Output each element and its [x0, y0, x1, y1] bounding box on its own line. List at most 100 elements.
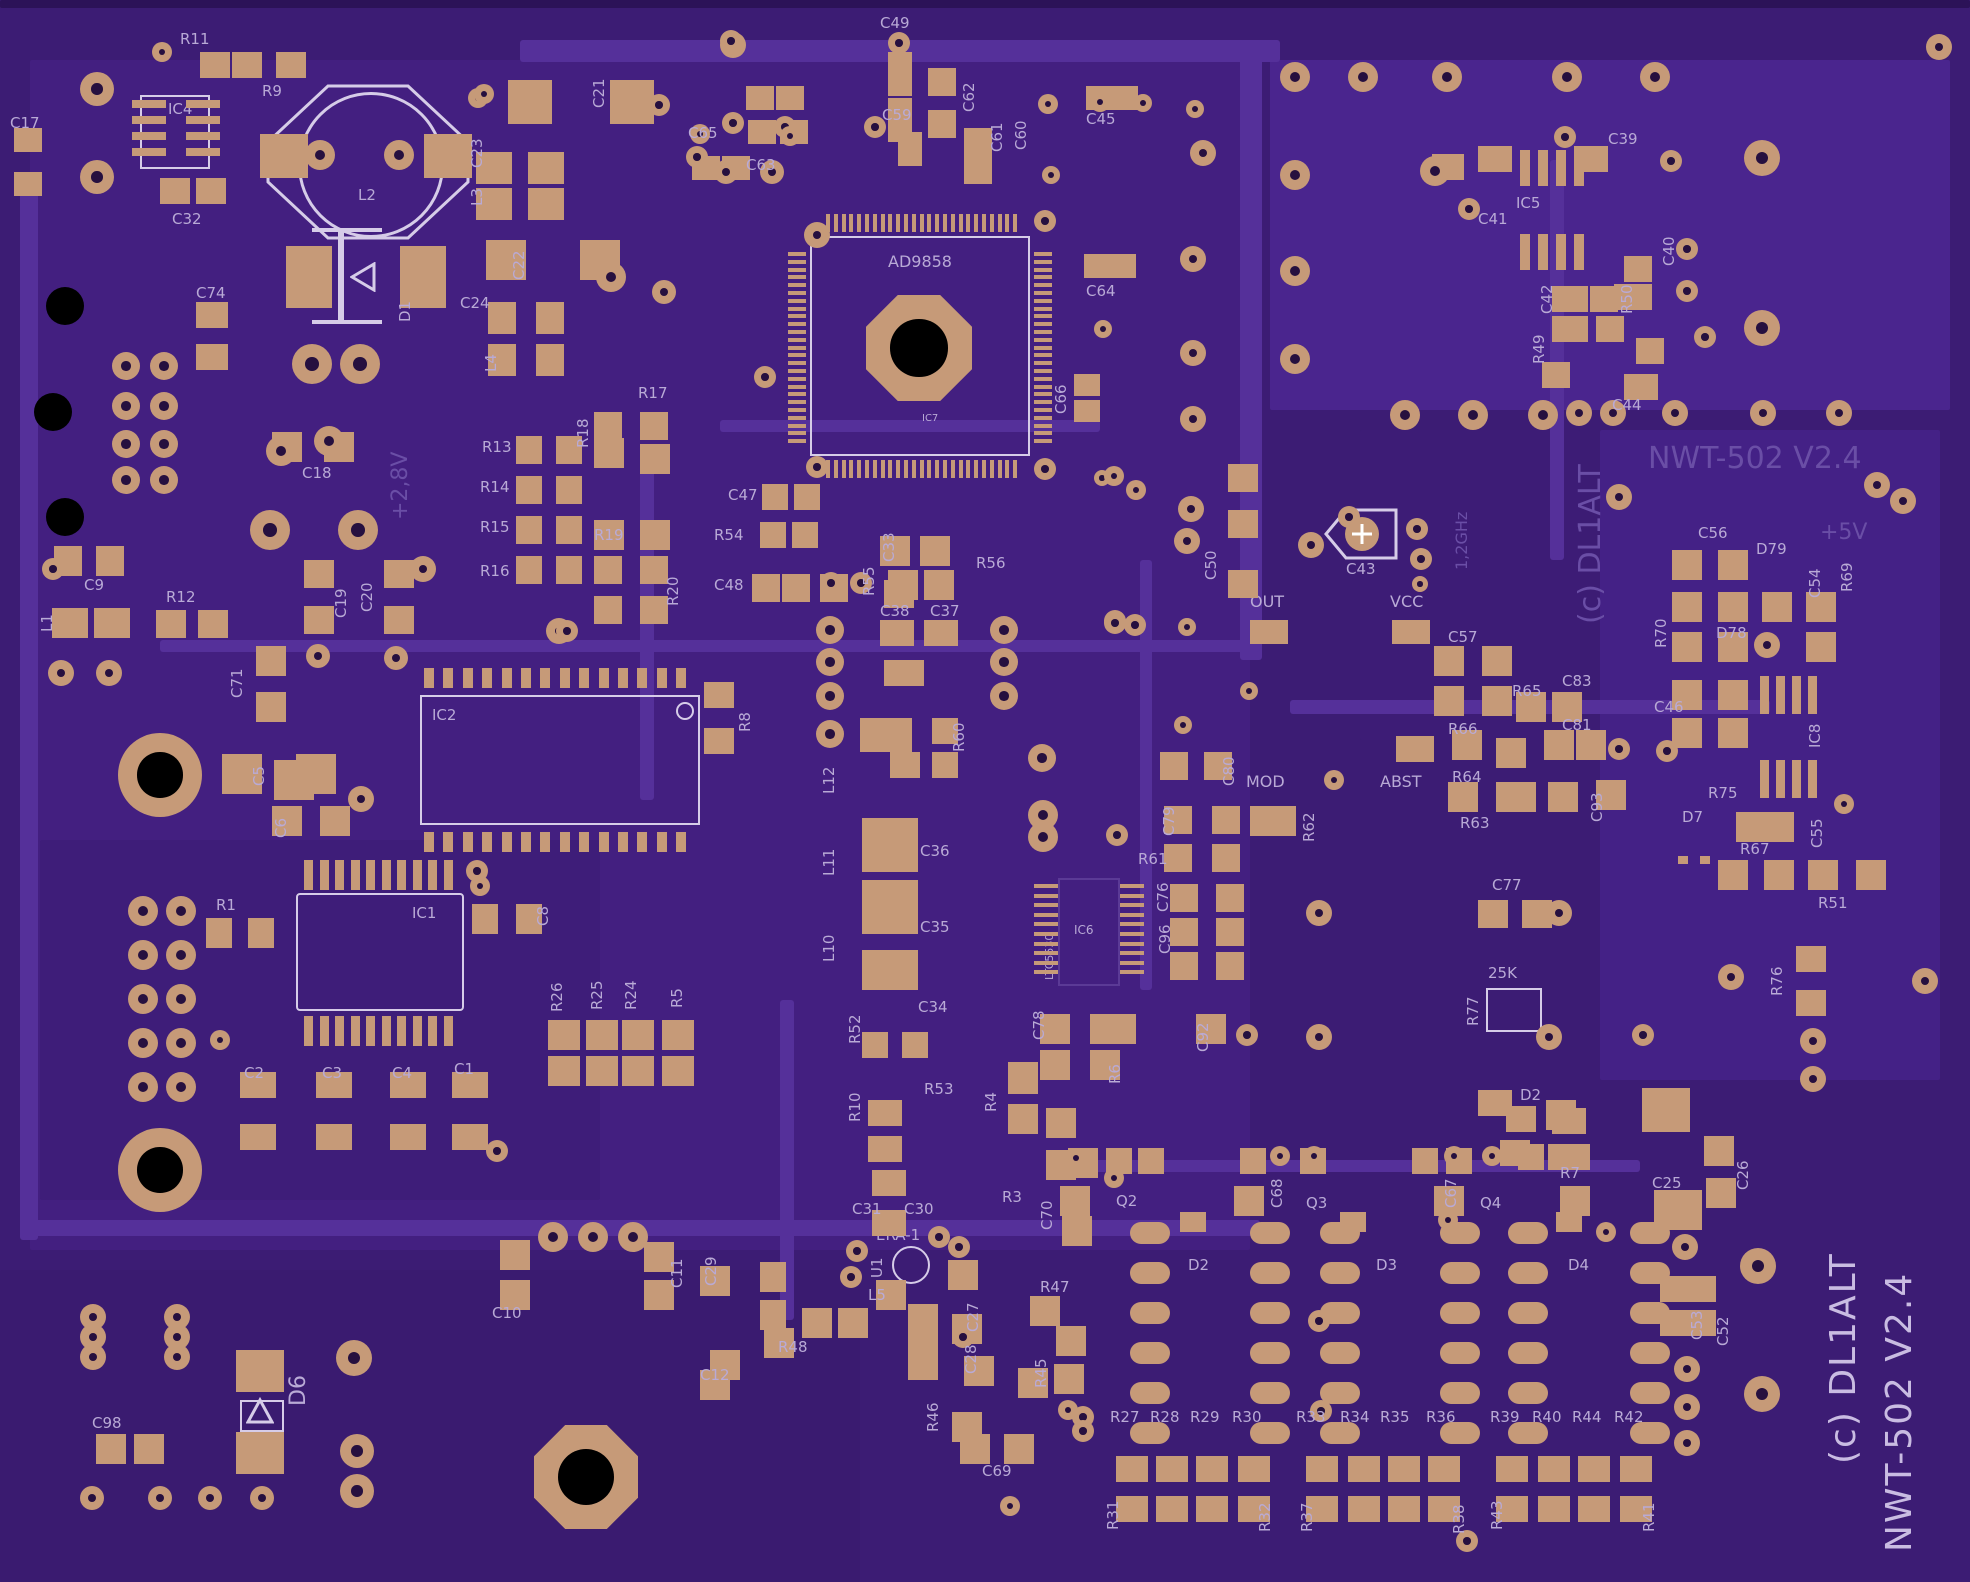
via: [1660, 150, 1682, 172]
via: [266, 436, 296, 466]
smd-pad: [1556, 1212, 1582, 1232]
via: [486, 1140, 508, 1162]
via: [1298, 532, 1324, 558]
smd-pad: [134, 1434, 164, 1464]
ref-label-r48: R48: [778, 1338, 808, 1356]
header-pin: [112, 352, 140, 380]
via: [1174, 528, 1200, 554]
smd-pad: [760, 522, 786, 548]
smd-pad: [1018, 1368, 1048, 1398]
oval-pad: [1250, 1222, 1290, 1244]
via: [1338, 506, 1360, 528]
ref-label-c27: C27: [964, 1302, 982, 1332]
ref-label-c3: C3: [322, 1064, 343, 1082]
smd-pad: [1434, 686, 1464, 716]
ic7-pin: [958, 460, 963, 478]
ref-label-r20: R20: [664, 576, 682, 606]
ic1-pin: [335, 1016, 344, 1046]
smd-pad: [1552, 286, 1588, 312]
smd-pad: [964, 128, 992, 156]
smd-pad: [1796, 946, 1826, 972]
smd-pad: [1250, 620, 1288, 644]
via: [1834, 794, 1854, 814]
ref-label-l1: L1: [38, 614, 56, 632]
smd-pad: [1228, 570, 1258, 598]
ic5-pin: [1574, 234, 1584, 270]
smd-pad: [452, 1124, 488, 1150]
smd-pad: [200, 52, 230, 78]
via: [1674, 1394, 1700, 1420]
smd-pad: [644, 1242, 674, 1272]
smd-pad: [1660, 1310, 1716, 1336]
ic1-pin: [319, 860, 329, 890]
smd-pad: [862, 950, 918, 990]
smd-pad: [890, 752, 920, 778]
via: [804, 222, 830, 248]
ref-label-r31: R31: [1104, 1500, 1122, 1530]
ref-label-c6: C6: [272, 817, 290, 838]
via: [816, 682, 844, 710]
smd-pad: [1116, 1496, 1148, 1522]
smd-pad: [1496, 1496, 1528, 1522]
trace: [720, 420, 1100, 432]
via: [722, 112, 744, 134]
smd-pad: [1700, 856, 1710, 864]
smd-pad: [556, 436, 582, 464]
smd-pad: [1238, 1456, 1270, 1482]
ic7-pin: [966, 460, 971, 478]
faint-frequency: 1,2GHz: [1452, 511, 1471, 570]
smd-pad: [1046, 1108, 1076, 1138]
smd-pad: [622, 1056, 654, 1086]
via: [652, 280, 676, 304]
ic7-pin: [788, 306, 806, 311]
smd-pad: [792, 522, 818, 548]
via: [1104, 1168, 1124, 1188]
smd-pad: [1678, 856, 1688, 864]
smd-pad: [316, 1124, 352, 1150]
smd-pad: [1396, 736, 1434, 762]
ic2-pin: [676, 832, 687, 852]
ic2-pin: [424, 668, 434, 688]
via: [1308, 1310, 1330, 1332]
ref-label-r33: R33: [1296, 1408, 1326, 1426]
ic7-ref-label: IC7: [922, 413, 939, 424]
ref-label-r77: R77: [1464, 996, 1482, 1026]
mounting-hole-octagon: [866, 295, 972, 401]
smd-pad: [1040, 1014, 1070, 1044]
smd-pad: [1654, 1190, 1702, 1230]
via: [80, 1486, 104, 1510]
ref-label-c55: C55: [1808, 818, 1826, 848]
smd-pad: [1090, 1050, 1120, 1080]
via: [1676, 280, 1698, 302]
ic7-pin: [788, 423, 806, 428]
ic7-pin: [1034, 400, 1052, 405]
smd-pad: [556, 516, 582, 544]
smd-pad: [528, 188, 564, 220]
ref-label-c59: C59: [882, 106, 912, 124]
ic7-pin: [982, 460, 986, 478]
via: [1482, 1146, 1502, 1166]
smd-pad: [1560, 1144, 1590, 1170]
ref-label-c37: C37: [930, 602, 960, 620]
smd-pad: [868, 1136, 902, 1162]
ref-label-c81: C81: [1562, 716, 1592, 734]
ic2-pin: [482, 832, 493, 852]
ic7-pin: [935, 214, 940, 232]
ref-label-r17: R17: [638, 384, 668, 402]
header-pin: [166, 1072, 196, 1102]
smd-pad: [1478, 146, 1512, 172]
via: [306, 644, 330, 668]
smd-pad: [160, 178, 190, 204]
smd-pad: [1704, 1136, 1734, 1166]
smd-pad: [752, 574, 780, 602]
via: [1458, 198, 1480, 220]
ic2-pin: [501, 832, 512, 852]
ref-label-c40: C40: [1660, 236, 1678, 266]
via: [720, 30, 742, 52]
smd-pad: [1538, 1496, 1570, 1522]
ref-label-c10: C10: [492, 1304, 522, 1322]
ref-label-r51: R51: [1818, 894, 1848, 912]
smd-pad: [908, 1342, 938, 1380]
via: [1306, 900, 1332, 926]
ic1-pin: [381, 1016, 391, 1046]
